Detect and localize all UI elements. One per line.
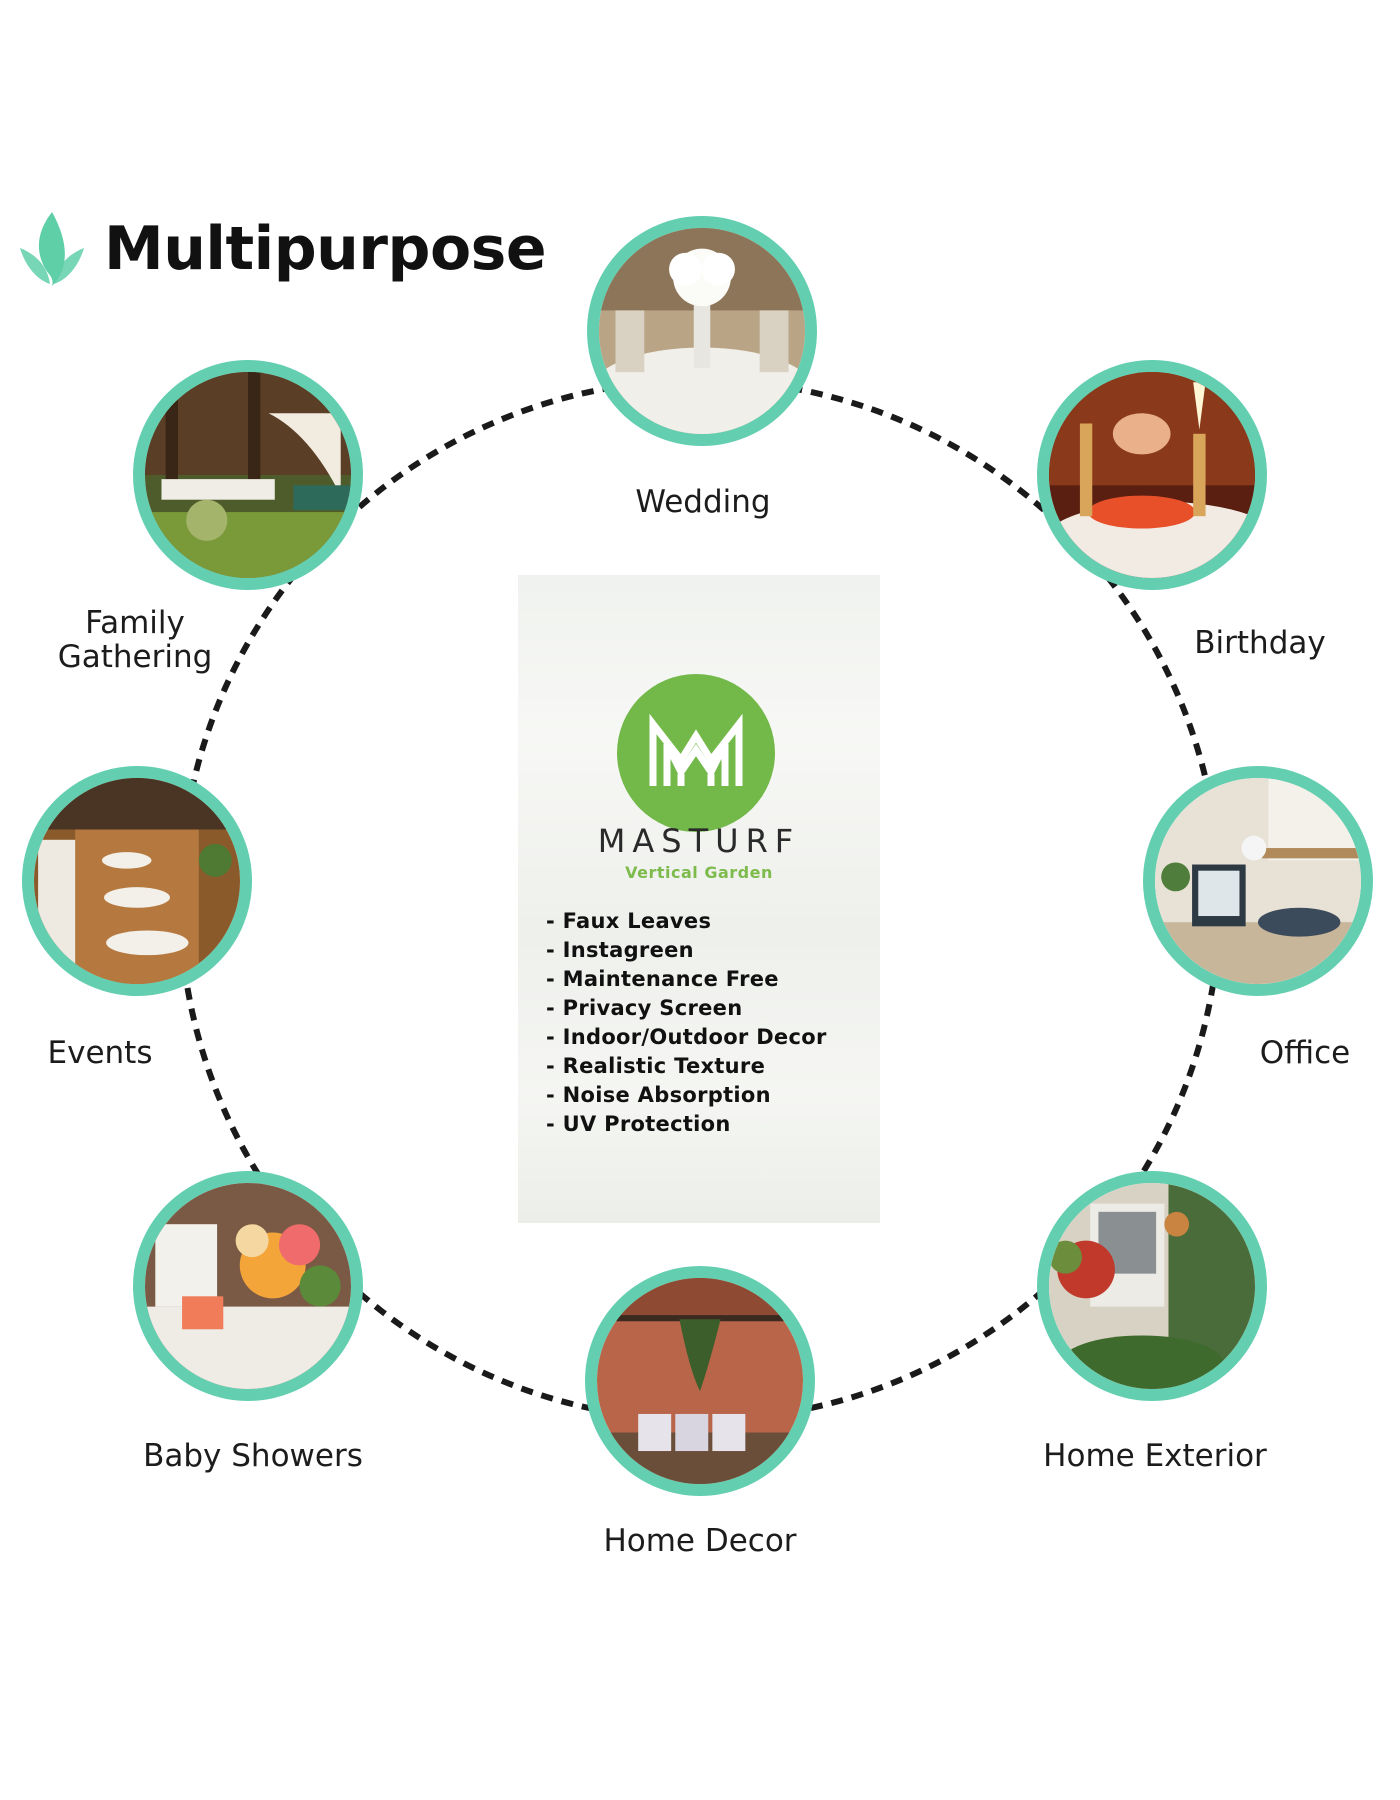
label-home-exterior: Home Exterior bbox=[1043, 1438, 1267, 1474]
feature-item: - Instagreen bbox=[546, 938, 694, 962]
office-photo bbox=[1143, 766, 1373, 996]
label-office: Office bbox=[1259, 1035, 1351, 1071]
home-exterior-photo bbox=[1037, 1171, 1267, 1401]
brand-tagline: Vertical Garden bbox=[625, 863, 773, 882]
page-title: Multipurpose bbox=[104, 214, 547, 284]
label-baby-showers: Baby Showers bbox=[143, 1438, 363, 1474]
product-card: MASTURF Vertical Garden - Faux Leaves - … bbox=[518, 575, 880, 1223]
feature-item: - UV Protection bbox=[546, 1112, 731, 1136]
feature-item: - Realistic Texture bbox=[546, 1054, 766, 1078]
feature-item: - Noise Absorption bbox=[546, 1083, 771, 1107]
label-wedding: Wedding bbox=[635, 484, 771, 520]
label-events: Events bbox=[47, 1035, 153, 1071]
birthday-photo bbox=[1037, 360, 1267, 590]
leaf-flame-icon bbox=[20, 212, 84, 286]
home-decor-photo bbox=[585, 1266, 815, 1496]
feature-list: - Faux Leaves - Instagreen - Maintenance… bbox=[546, 907, 827, 1139]
wedding-photo bbox=[587, 216, 817, 446]
baby-shower-photo bbox=[133, 1171, 363, 1401]
header: Multipurpose bbox=[16, 208, 547, 290]
label-birthday: Birthday bbox=[1194, 625, 1326, 661]
label-family-gathering: Family Gathering bbox=[57, 605, 213, 675]
events-photo bbox=[22, 766, 252, 996]
family-gathering-photo bbox=[133, 360, 363, 590]
feature-item: - Maintenance Free bbox=[546, 967, 779, 991]
feature-item: - Faux Leaves bbox=[546, 909, 712, 933]
feature-item: - Indoor/Outdoor Decor bbox=[546, 1025, 827, 1049]
feature-item: - Privacy Screen bbox=[546, 996, 743, 1020]
masturf-m-logo bbox=[617, 674, 775, 832]
label-home-decor: Home Decor bbox=[603, 1523, 797, 1559]
brand-name: MASTURF bbox=[597, 822, 801, 860]
